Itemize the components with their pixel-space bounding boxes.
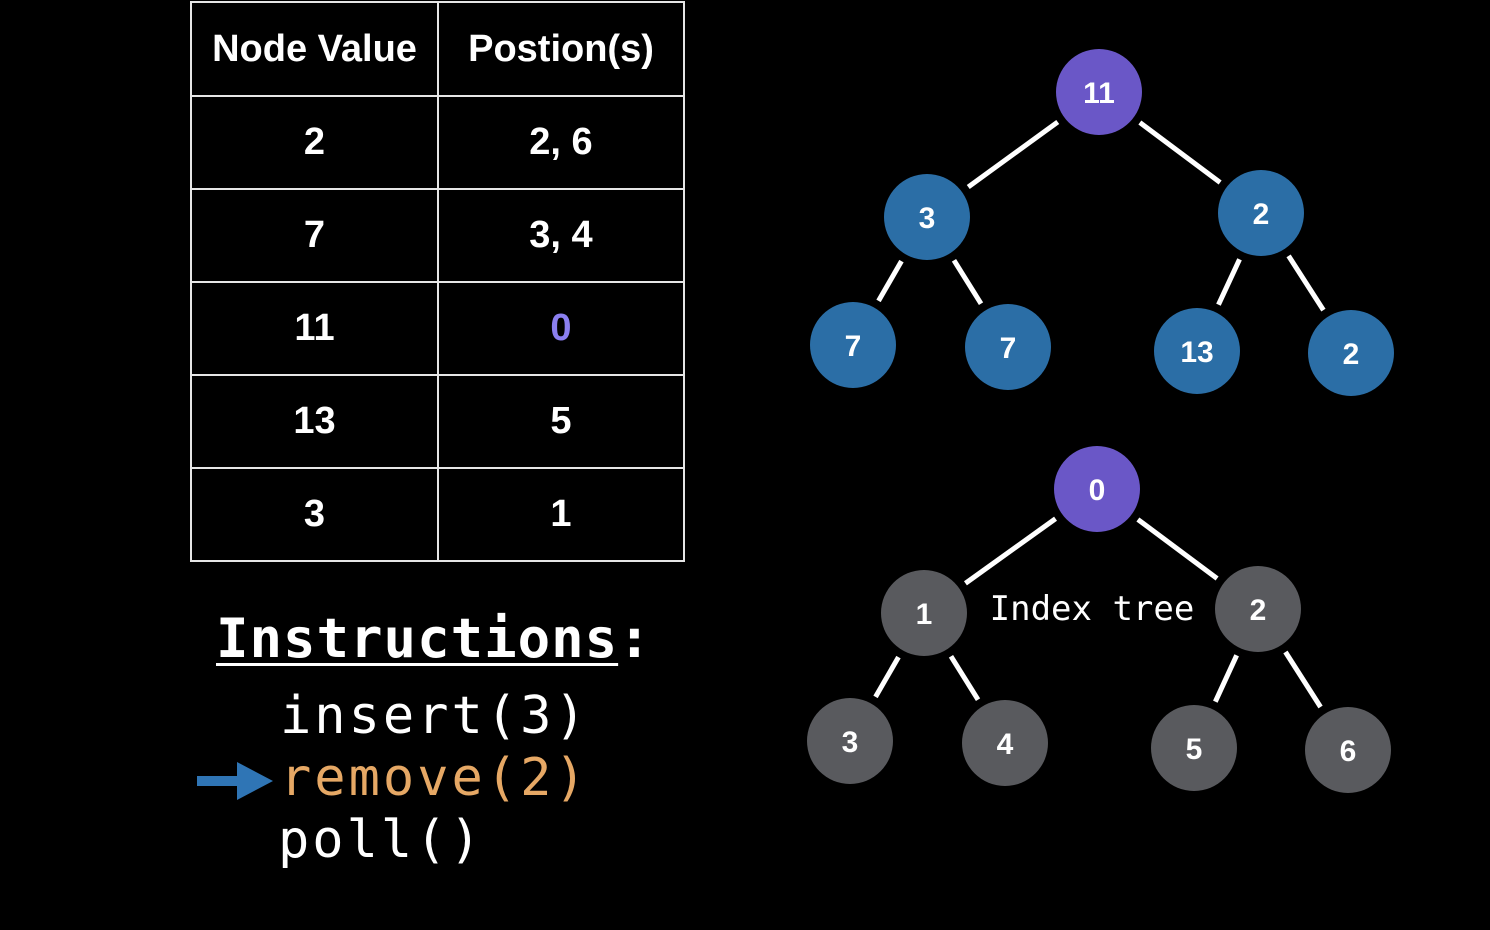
value-tree-edge xyxy=(1286,254,1326,312)
index-tree-edge xyxy=(948,654,981,702)
value-tree-node-label: 11 xyxy=(1083,77,1115,110)
positions-cell: 2, 6 xyxy=(437,95,685,190)
value-tree-node xyxy=(1056,49,1142,135)
index-tree-node xyxy=(1215,566,1301,652)
value-tree-node-label: 2 xyxy=(1343,338,1360,371)
positions-cell: 1 xyxy=(437,467,685,562)
index-tree-edge xyxy=(873,655,901,699)
instructions-title: Instructions: xyxy=(216,607,652,670)
index-tree-edge xyxy=(1213,654,1239,703)
value-tree-edge xyxy=(951,258,984,306)
index-tree-node-label: 3 xyxy=(842,726,859,759)
value-tree-node xyxy=(965,304,1051,390)
value-tree-edge xyxy=(876,259,904,303)
node-value-cell: 11 xyxy=(190,281,439,376)
instruction-line: insert(3) xyxy=(280,686,589,746)
table-header-row: Node Value Postion(s) xyxy=(190,1,685,97)
node-value-cell: 2 xyxy=(190,95,439,190)
instructions-title-colon: : xyxy=(618,607,652,670)
value-tree-node xyxy=(1154,308,1240,394)
index-tree: 0 1 2 3 4 5 6 xyxy=(807,446,1391,793)
index-tree-node xyxy=(1305,707,1391,793)
value-tree-node xyxy=(884,174,970,260)
value-tree-edge xyxy=(1138,120,1222,185)
index-tree-node-label: 5 xyxy=(1186,733,1203,766)
value-tree-node-label: 13 xyxy=(1180,336,1213,369)
header-positions: Postion(s) xyxy=(437,1,685,97)
value-tree-node-label: 3 xyxy=(919,202,936,235)
positions-cell: 5 xyxy=(437,374,685,469)
value-tree: 11 3 2 7 7 13 2 xyxy=(810,49,1394,396)
value-tree-node-label: 2 xyxy=(1253,198,1270,231)
instruction-line: poll() xyxy=(278,810,484,870)
instructions-title-text: Instructions xyxy=(216,607,619,670)
value-tree-node-label: 7 xyxy=(845,330,862,363)
index-tree-node-label: 6 xyxy=(1340,735,1357,768)
index-tree-caption: Index tree xyxy=(990,589,1195,629)
index-tree-node xyxy=(881,570,967,656)
value-tree-edge xyxy=(1216,258,1242,306)
value-tree-node xyxy=(1308,310,1394,396)
instruction-line-active: remove(2) xyxy=(280,748,589,808)
index-tree-edge xyxy=(1136,517,1219,581)
index-tree-node xyxy=(1151,705,1237,791)
index-tree-node-label: 1 xyxy=(916,598,933,631)
value-tree-node-label: 7 xyxy=(1000,332,1017,365)
index-tree-node xyxy=(807,698,893,784)
index-tree-node-label: 2 xyxy=(1250,594,1267,627)
index-tree-node-label: 4 xyxy=(997,728,1014,761)
node-value-cell: 7 xyxy=(190,188,439,283)
value-tree-edge xyxy=(966,119,1060,190)
index-tree-edge xyxy=(1283,650,1323,709)
node-value-cell: 13 xyxy=(190,374,439,469)
positions-cell: 0 xyxy=(437,281,685,376)
index-tree-node xyxy=(962,700,1048,786)
index-tree-node xyxy=(1054,446,1140,532)
positions-cell: 3, 4 xyxy=(437,188,685,283)
header-node-value: Node Value xyxy=(190,1,439,97)
right-arrow-icon xyxy=(197,762,273,800)
value-tree-node xyxy=(810,302,896,388)
index-tree-node-label: 0 xyxy=(1089,474,1106,507)
index-tree-edge xyxy=(963,516,1058,586)
value-tree-node xyxy=(1218,170,1304,256)
node-value-cell: 3 xyxy=(190,467,439,562)
